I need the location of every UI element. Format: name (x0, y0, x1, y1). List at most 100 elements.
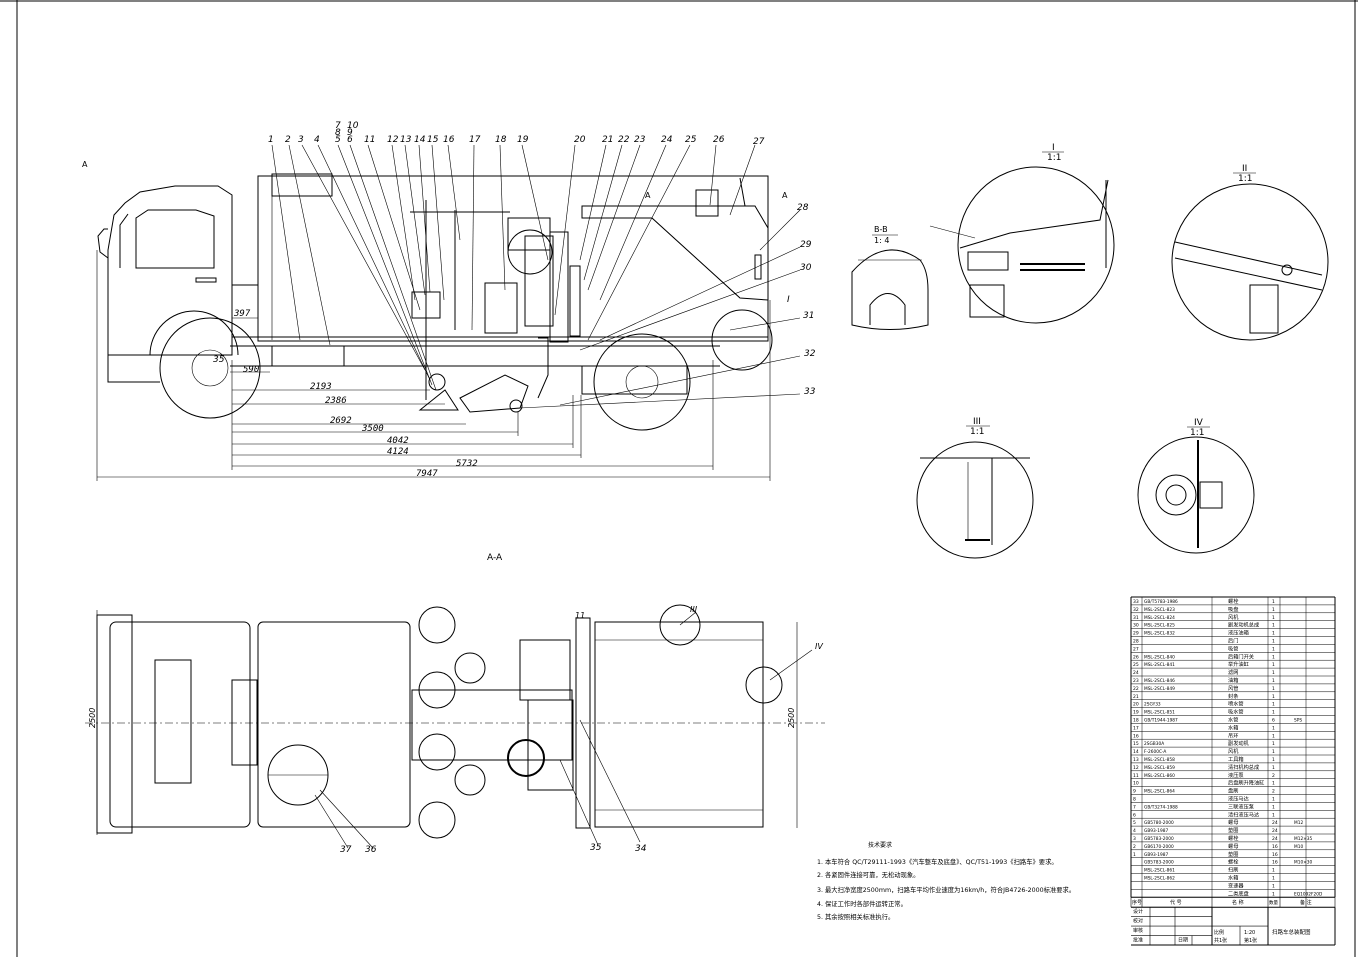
bom-qty: 1 (1272, 741, 1275, 747)
bom-code: MSL-2SCL-824 (1144, 615, 1175, 621)
bom-code: MSL-2SCL-862 (1144, 876, 1175, 882)
brush-pivot (509, 399, 523, 413)
detail-iii-circle (916, 441, 1034, 559)
callout-17: 17 (469, 135, 481, 145)
bom-name: 吸水管 (1228, 708, 1244, 716)
bom-qty: 1 (1272, 868, 1275, 874)
bom-qty: 1 (1272, 797, 1275, 803)
cab-outline (107, 185, 233, 356)
bom-no: 30 (1133, 623, 1139, 629)
callout-7: 7 (335, 121, 341, 131)
callout-8: 8 (335, 128, 341, 138)
bom-no: 28 (1133, 639, 1139, 645)
rear-axle-box (581, 365, 688, 395)
plan-engine (519, 639, 571, 701)
bom-qty: 1 (1272, 654, 1275, 660)
plan-fan-housing (527, 699, 574, 791)
fan-wheel (507, 229, 553, 275)
callout-28: 28 (797, 203, 809, 213)
bom-code: GB5783-2000 (1144, 860, 1174, 866)
bom-name: 清扫机构总成 (1228, 763, 1259, 771)
bom-code: MSL-2SCL-861 (1144, 868, 1175, 874)
callout-27: 27 (753, 137, 765, 147)
bom-qty: 16 (1272, 844, 1278, 850)
plan-brush-mr (418, 733, 456, 771)
bom-name: 吸管 (1228, 644, 1238, 652)
dim-5732: 5732 (456, 459, 478, 469)
bom-qty: 1 (1272, 686, 1275, 692)
bom-name: 清扫液压马达 (1228, 810, 1259, 818)
callout-24: 24 (661, 135, 673, 145)
detail-iv-bore (1165, 484, 1187, 506)
bom-no: 5 (1133, 820, 1136, 826)
bom-note: M12×35 (1294, 836, 1313, 842)
bom-name: 封条 (1228, 692, 1238, 700)
bom-note: M10×30 (1294, 860, 1313, 866)
fuel-tank-side (271, 345, 345, 367)
section-title-aa: A-A (487, 553, 503, 563)
bom-no: 21 (1133, 694, 1139, 700)
plan-frame (411, 689, 573, 761)
bom-name: 油箱 (1228, 676, 1238, 684)
callout-32: 32 (804, 349, 816, 359)
callout-34: 34 (635, 844, 647, 854)
plan-detail-ref: III (690, 605, 698, 614)
truck-plan-view: 2500 2500 37 36 35 34 11 III IV (85, 604, 825, 855)
bom-qty: 1 (1272, 670, 1275, 676)
front-fender (108, 310, 239, 356)
technical-notes: 技术要求 1. 本车符合 QC/T29111-1993《汽车整车及底盘》、QC/… (817, 841, 1075, 921)
plan-cab (109, 621, 251, 828)
dim-397: 397 (233, 309, 251, 319)
detail-i: I 1:1 (929, 143, 1115, 324)
dim-590: 590 (243, 365, 259, 375)
tb-sheet-no: 第1张 (1244, 937, 1257, 944)
bom-name: 后箱门开关 (1228, 652, 1254, 660)
bom-name: 二类底盘 (1228, 889, 1249, 897)
front-wheel (159, 317, 261, 419)
detail-iii-title: III (973, 417, 981, 427)
bom-qty: 1 (1272, 599, 1275, 605)
bom-qty: 1 (1272, 883, 1275, 889)
bom-no: 22 (1133, 686, 1139, 692)
tb-drawing-name: 扫路车总装配图 (1272, 928, 1311, 936)
fan-duct (524, 235, 554, 327)
bom-qty: 1 (1272, 812, 1275, 818)
bom-qty: 1 (1272, 804, 1275, 810)
detail-ref-i: I (787, 295, 790, 305)
callout-35: 35 (590, 843, 602, 853)
bom-no: 24 (1133, 670, 1139, 676)
bom-qty: 16 (1272, 852, 1278, 858)
bom-code: GB5780-2000 (1144, 820, 1174, 826)
bom-qty: 1 (1272, 646, 1275, 652)
note-5: 5. 其余按照相关标准执行。 (817, 912, 894, 921)
bom-name: 盘刷 (1228, 787, 1238, 795)
plan-hopper (594, 621, 764, 828)
tb-check: 校对 (1133, 918, 1143, 925)
callout-25: 25 (685, 135, 697, 145)
callout-31: 31 (803, 311, 814, 321)
front-bumper (107, 345, 160, 383)
bom-code: F-2600C-A (1144, 749, 1166, 755)
plan-width-dim: 2500 (88, 708, 97, 728)
detail-ii: II 1:1 (1171, 164, 1329, 341)
plan-bulkhead (575, 617, 591, 829)
bom-no: 8 (1133, 797, 1136, 803)
bom-no: 29 (1133, 631, 1139, 637)
bom-header-no: 序号 (1132, 899, 1142, 906)
detail-iv-ring (1155, 474, 1197, 516)
bom-no: 18 (1133, 718, 1139, 724)
plan-body (257, 621, 411, 828)
bom-qty: 1 (1272, 710, 1275, 716)
bom-qty: 1 (1272, 757, 1275, 763)
bom-no: 13 (1133, 757, 1139, 763)
bom-no: 12 (1133, 765, 1139, 771)
bom-note: EQ1092F20D (1294, 891, 1323, 897)
roof-hatch (271, 173, 333, 197)
bom-no: 15 (1133, 741, 1139, 747)
note-4: 4. 保证工作时各部件运转正常。 (817, 899, 907, 908)
dim-4042: 4042 (387, 436, 409, 446)
bom-code: MSL-2SCL-849 (1144, 686, 1175, 692)
bom-no: 27 (1133, 646, 1139, 652)
callout-6: 6 (347, 135, 353, 145)
